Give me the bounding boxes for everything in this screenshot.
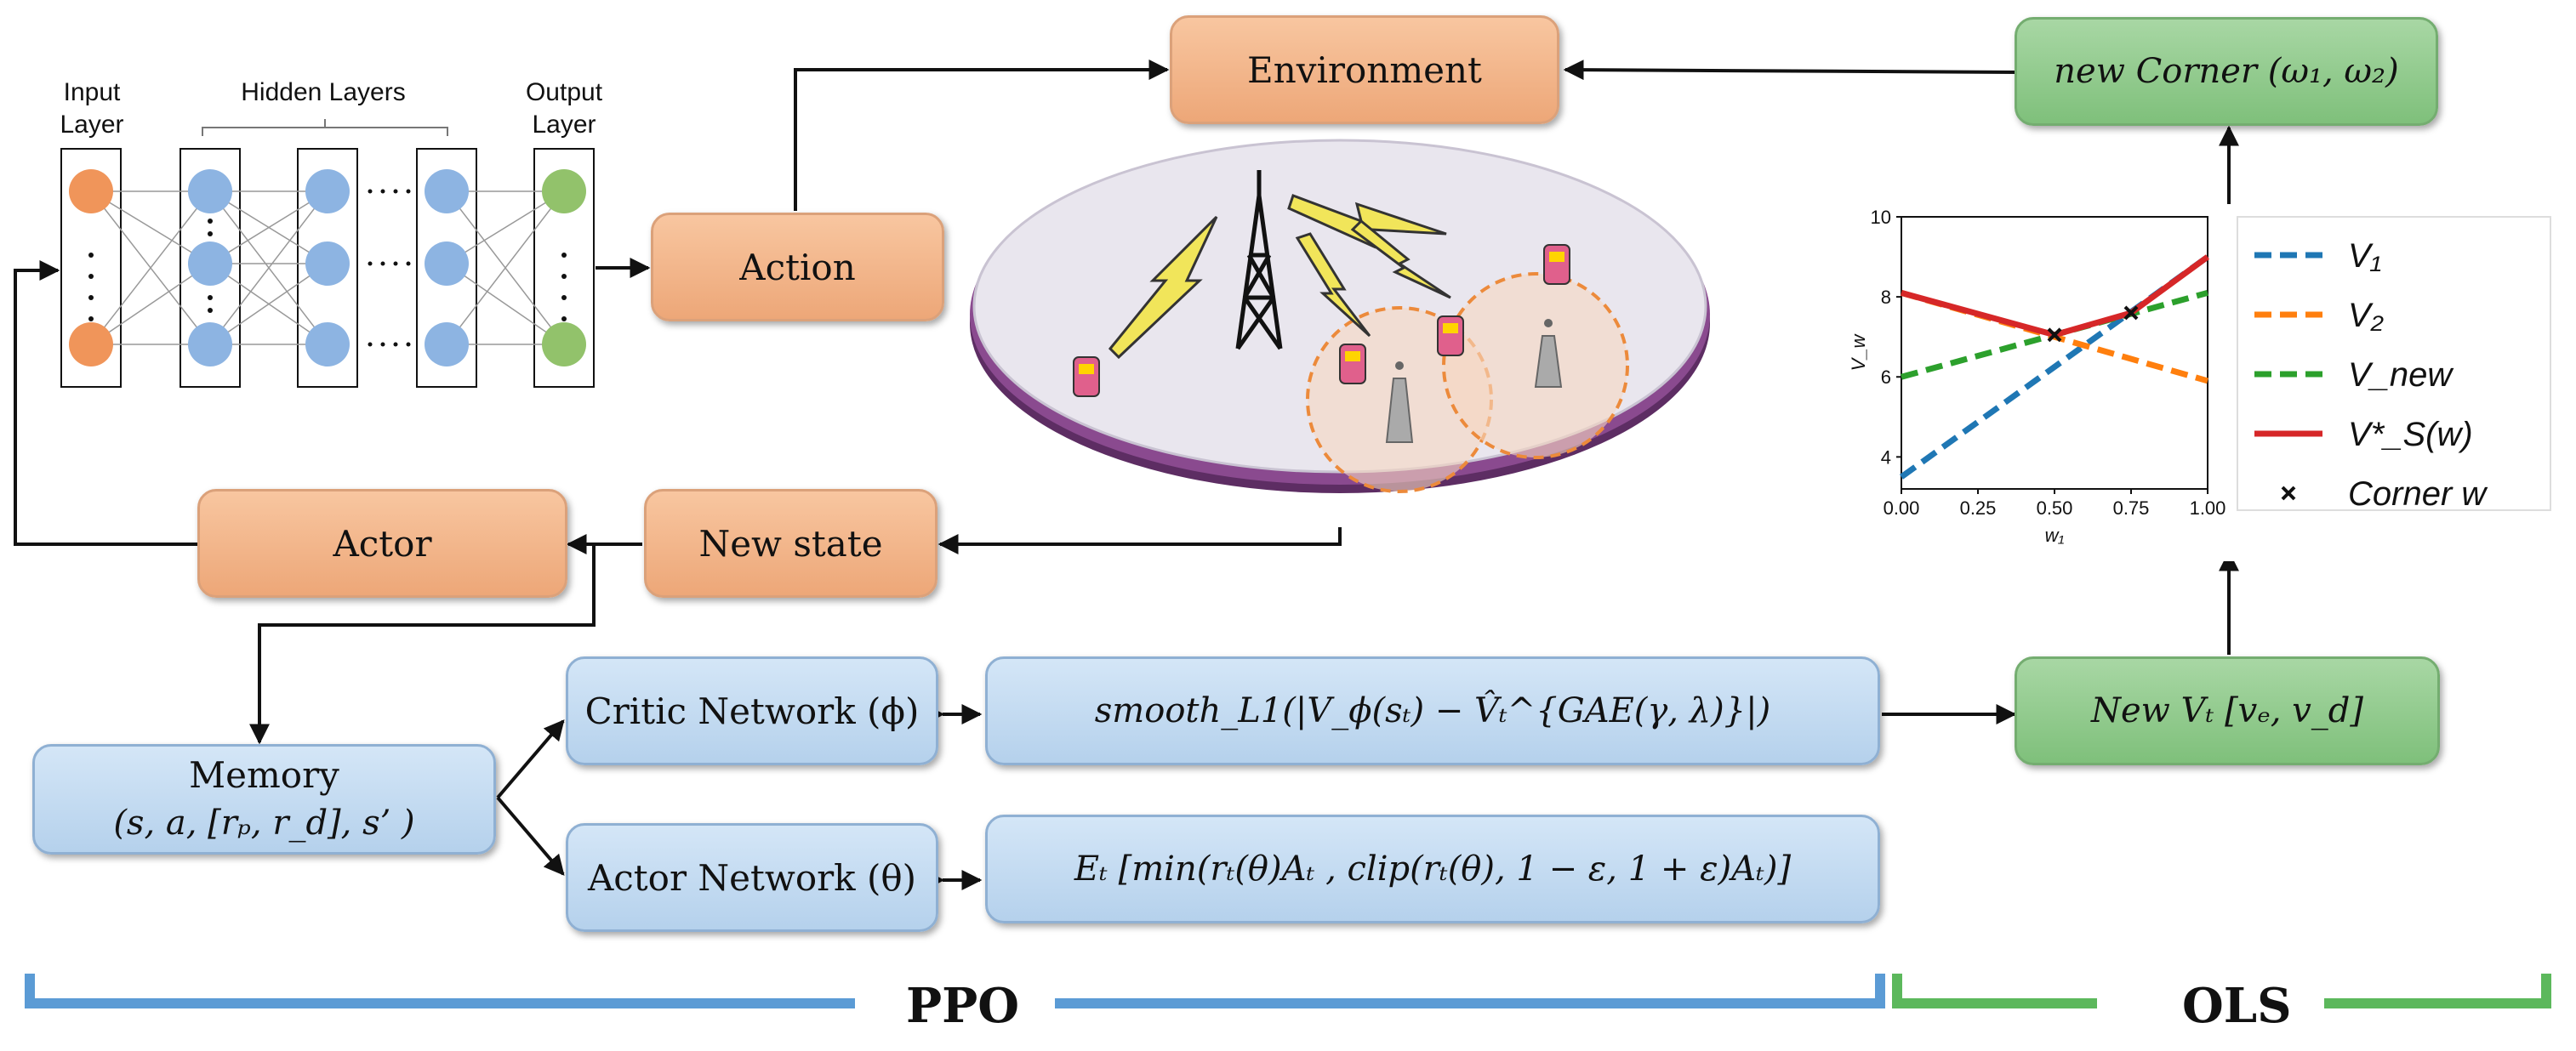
arrow-memory-to-critic (496, 719, 565, 799)
hidden-layers-label: Hidden Layers (241, 78, 406, 106)
series-line (1901, 254, 2210, 338)
corner-marker (2047, 327, 2062, 343)
y-tick-label: 10 (1871, 207, 1891, 228)
ols-value-chart: 0.00 0.25 0.50 0.75 1.00 4 6 8 10 w₁ V_w V₁ V₂ V_new… (1846, 204, 2552, 561)
legend-label: V₁ (2348, 237, 2381, 275)
action-box: Action (651, 213, 944, 321)
legend-label: V*_S(w) (2348, 416, 2473, 453)
output-node (542, 169, 586, 213)
new-vt-box: New Vₜ [vₑ, v_d] (2015, 656, 2440, 765)
x-tick-label: 0.50 (2037, 497, 2073, 519)
new-state-box: New state (644, 489, 938, 598)
actor-box: Actor (197, 489, 567, 598)
arrow-actor-to-nn (14, 260, 197, 546)
actor-network-box: Actor Network (θ) (566, 823, 938, 932)
user-phone-icon (1339, 344, 1366, 384)
ppo-bracket-right (1055, 974, 1885, 1008)
small-cell-coverage (1442, 272, 1629, 459)
input-node (69, 169, 113, 213)
vertical-ellipsis (88, 219, 567, 321)
macro-tower-icon (1235, 170, 1283, 350)
ppo-bracket-left (25, 974, 855, 1008)
hidden-nodes (188, 169, 469, 366)
legend-label: Corner w (2348, 475, 2488, 513)
ols-label: OLS (2182, 978, 2292, 1034)
user-phone-icon (1437, 315, 1464, 356)
critic-network-box: Critic Network (ϕ) (566, 656, 938, 765)
horizontal-ellipsis (368, 189, 411, 347)
x-tick-label: 1.00 (2190, 497, 2226, 519)
wireless-link-icons (1108, 194, 1451, 360)
arrow-scene-to-newstate (938, 527, 1342, 554)
memory-box: Memory (s, a, [rₚ, r_d], s’ ) (32, 744, 496, 855)
hidden-layers-brace (202, 119, 448, 136)
user-phone-icon (1543, 244, 1570, 285)
memory-title: Memory (189, 754, 339, 796)
y-axis-label: V_w (1848, 332, 1869, 371)
legend-label: V_new (2348, 356, 2454, 394)
y-tick-label: 4 (1881, 446, 1891, 468)
arrow-corner-to-environment (1563, 60, 2021, 81)
y-tick-label: 8 (1881, 287, 1891, 308)
corner-marker (2123, 305, 2139, 321)
output-node (542, 322, 586, 366)
legend-swatch (2281, 486, 2296, 501)
arrow-newstate-to-memory (249, 544, 596, 745)
memory-tuple: (s, a, [rₚ, r_d], s’ ) (113, 804, 415, 843)
x-tick-label: 0.00 (1884, 497, 1920, 519)
ols-bracket-left (1892, 974, 2097, 1008)
environment-box: Environment (1170, 15, 1559, 124)
chart-legend-box (2237, 216, 2551, 511)
critic-loss-box: smooth_L1(|V_ϕ(sₜ) − V̂ₜ^{GAE(γ, λ)}|) (985, 656, 1880, 765)
input-node (69, 322, 113, 366)
x-tick-label: 0.75 (2113, 497, 2150, 519)
small-cell-icon (1534, 319, 1563, 388)
new-corner-box: new Corner (ω₁, ω₂) (2015, 17, 2438, 126)
arrow-memory-to-actor-network (496, 796, 565, 876)
arrow-action-to-environment (794, 60, 1170, 211)
small-cell-icon (1385, 361, 1414, 443)
user-phone-icon (1073, 356, 1100, 397)
ppo-label: PPO (906, 978, 1019, 1034)
actor-objective-box: Eₜ [min(rₜ(θ)Aₜ , clip(rₜ(θ), 1 − ε, 1 +… (985, 815, 1880, 923)
x-tick-label: 0.25 (1960, 497, 1997, 519)
legend-label: V₂ (2348, 297, 2384, 334)
y-tick-label: 6 (1881, 366, 1891, 388)
x-axis-label: w₁ (2045, 525, 2065, 546)
wireless-network-scene (970, 139, 1710, 493)
ols-bracket-right (2324, 974, 2551, 1008)
